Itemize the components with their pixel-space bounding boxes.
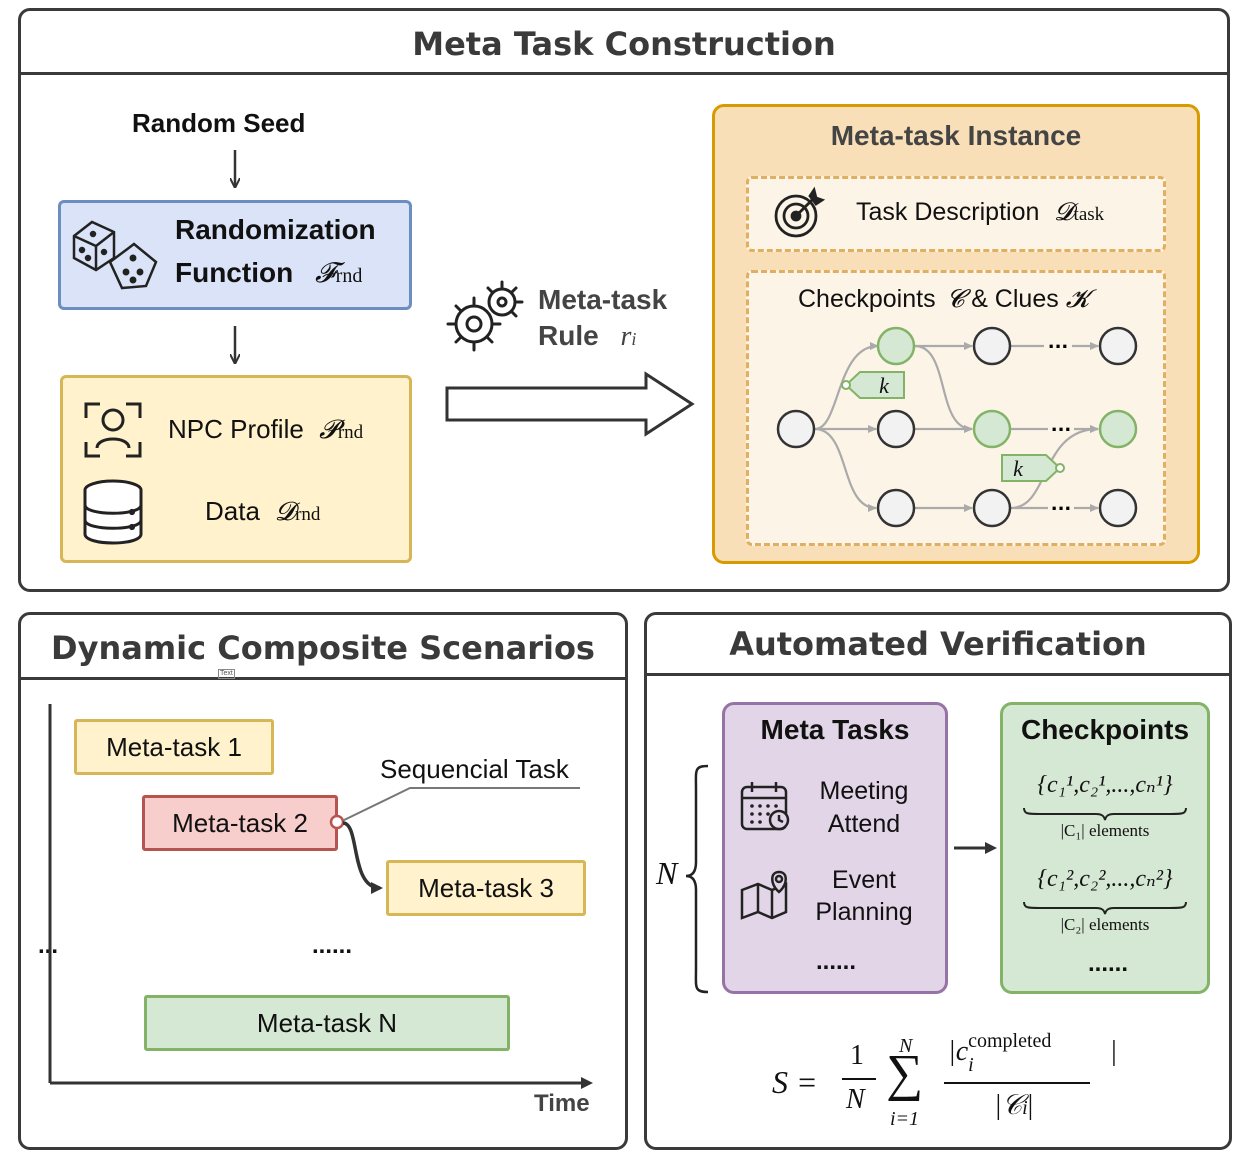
meta-task-3-label: Meta-task 3 <box>418 873 554 903</box>
meta-task-2-connector <box>329 814 345 830</box>
sequential-callout-line <box>339 787 580 823</box>
graph-ellipsis-2: ... <box>1051 415 1072 436</box>
sum-upper: N <box>899 1035 913 1057</box>
meeting-line2: Attend <box>827 810 901 838</box>
meta-task-rule-line1: Meta-task <box>538 284 668 315</box>
dots-left: ... <box>38 932 59 959</box>
meta-task-1-label: Meta-task 1 <box>106 732 242 762</box>
checkpoints-title: Checkpoints <box>1020 714 1190 745</box>
meta-tasks-title: Meta Tasks <box>760 714 910 745</box>
checkpoints-clues-box <box>746 270 1166 546</box>
underbrace-2 <box>1023 901 1187 915</box>
edge <box>914 344 973 433</box>
title-divider <box>21 72 1227 75</box>
title-divider <box>21 677 625 680</box>
checkpoint-set-1: {c₁¹,c₂¹,...,cₙ¹} <box>1037 772 1173 798</box>
dots-middle: ...... <box>312 932 353 959</box>
meta-task-1-box <box>74 719 274 775</box>
graph-ellipsis-3: ... <box>1051 494 1072 515</box>
formula-lhs: S = <box>772 1064 818 1100</box>
checkpoint-set-1-count: |C₁| elements <box>1060 821 1150 840</box>
event-line1: Event <box>832 866 896 894</box>
randomization-function-box <box>58 200 412 310</box>
formula-denominator: |𝒞i| <box>994 1090 1034 1121</box>
task-description-label: Task Description 𝓓task <box>856 198 1105 226</box>
meta-task-rule-line2: Rule ri <box>538 320 637 352</box>
instance-title: Meta-task Instance <box>830 120 1082 151</box>
checkpoints-dots: ...... <box>1088 950 1129 977</box>
panel-title-construction: Meta Task Construction <box>412 25 836 63</box>
meeting-line1: Meeting <box>819 777 909 805</box>
meta-tasks-box <box>722 702 948 994</box>
random-seed-label: Random Seed <box>132 108 306 138</box>
meta-tasks-dots: ...... <box>816 948 857 975</box>
task2-to-task3-arrow <box>342 821 383 894</box>
checkpoints-clues-label: Checkpoints 𝓒 & Clues 𝓚 <box>798 285 1089 313</box>
n-label: N <box>656 855 678 891</box>
graph-node <box>972 488 1012 528</box>
n-brace <box>685 764 709 994</box>
graph-node <box>1098 488 1138 528</box>
map-pin-icon <box>740 870 788 920</box>
formula-one: 1 <box>850 1040 864 1071</box>
underbrace-1 <box>1023 807 1187 821</box>
person-profile-icon <box>84 402 142 458</box>
clue-tag-1 <box>841 371 905 399</box>
checkpoint-set-2-count: |C₂| elements <box>1060 915 1150 934</box>
npc-profile-label: NPC Profile 𝓟rnd <box>168 414 364 444</box>
meta-task-2-label: Meta-task 2 <box>172 808 308 838</box>
time-axis-label: Time <box>534 1090 590 1117</box>
checkpoint-graph-nodes <box>776 326 1138 528</box>
gears-icon <box>446 280 524 352</box>
database-icon <box>83 479 143 545</box>
sum-symbol: ∑ <box>886 1045 924 1102</box>
graph-node-completed <box>876 326 916 366</box>
panel-title-scenarios: Dynamic Composite Scenarios <box>51 629 595 667</box>
formula-bar-1 <box>842 1078 876 1080</box>
edge <box>814 342 879 431</box>
clue-tag-2 <box>1001 454 1065 482</box>
graph-node <box>876 488 916 528</box>
graph-node-completed <box>1098 409 1138 449</box>
checkpoint-set-2: {c₁²,c₂²,...,cₙ²} <box>1037 866 1173 892</box>
graph-node <box>776 409 816 449</box>
formula-n: N <box>846 1084 865 1115</box>
graph-node <box>972 326 1012 366</box>
calendar-clock-icon <box>740 782 790 831</box>
target-icon <box>774 186 826 238</box>
meta-task-2-box <box>142 795 338 851</box>
dice-icon <box>72 220 158 290</box>
graph-node <box>876 409 916 449</box>
rand-fn-line2: Function 𝓕rnd <box>175 257 363 289</box>
event-line2: Planning <box>815 898 913 926</box>
timeline-axes <box>48 704 593 1089</box>
formula-bar-2 <box>944 1082 1090 1084</box>
checkpoints-box <box>1000 702 1210 994</box>
meta-task-n-label: Meta-task N <box>256 1008 398 1038</box>
sequential-task-label: Sequencial Task <box>380 754 569 784</box>
tiny-text-label: Text <box>218 669 235 679</box>
sum-lower: i=1 <box>890 1108 920 1130</box>
formula-numerator: |c completed i | <box>948 1030 1117 1076</box>
clue-label-2: k <box>1013 456 1024 481</box>
data-label: Data 𝓓rnd <box>205 496 321 526</box>
graph-node <box>1098 326 1138 366</box>
graph-ellipsis-1: ... <box>1048 332 1069 353</box>
title-divider <box>647 673 1229 676</box>
meta-task-3-box <box>386 860 586 916</box>
graph-node-completed <box>972 409 1012 449</box>
rand-fn-line1: Randomization <box>175 214 376 245</box>
clue-label-1: k <box>879 373 890 398</box>
panel-title-verification: Automated Verification <box>729 625 1147 663</box>
edge <box>814 427 877 512</box>
meta-task-n-box <box>144 995 510 1051</box>
task-description-box <box>746 176 1166 252</box>
big-outline-arrow <box>445 371 695 437</box>
